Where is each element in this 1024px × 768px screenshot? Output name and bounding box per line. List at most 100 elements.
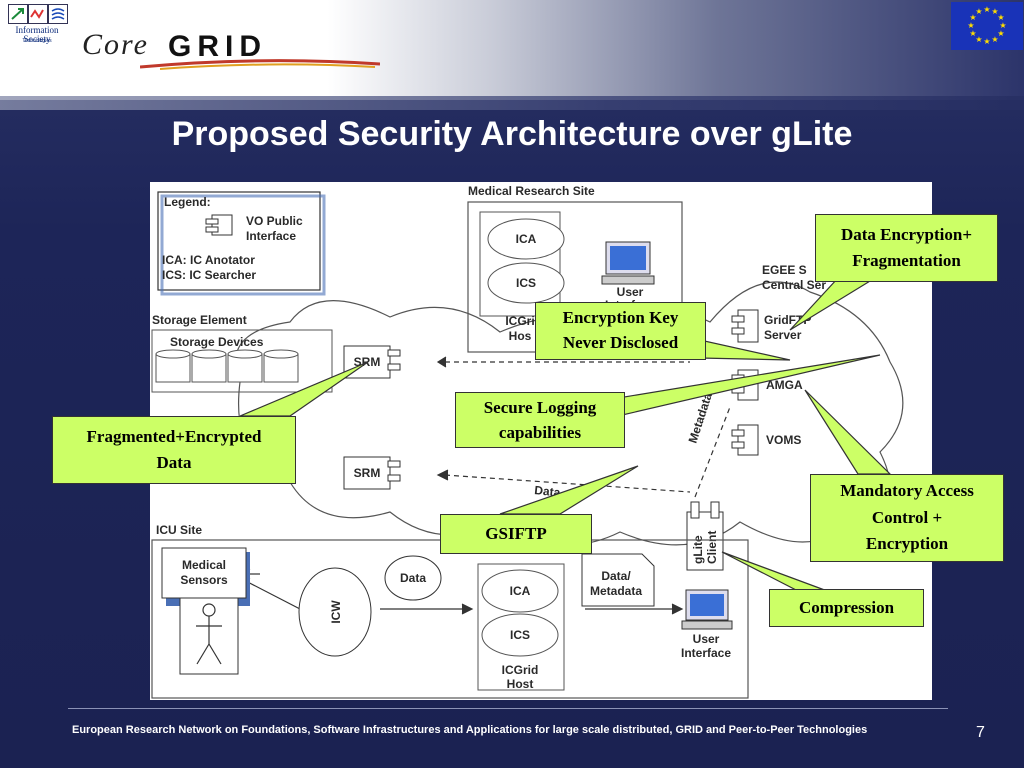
eu-stars: ★★★ ★★★ ★★★ ★★★ xyxy=(967,5,1006,46)
ica-node-2 xyxy=(481,569,559,613)
icgrid-host-1-label-b: Hos xyxy=(509,329,532,343)
svg-text:★: ★ xyxy=(997,13,1004,22)
medical-label: Medical xyxy=(182,558,226,572)
legend-vo-public: VO Public xyxy=(246,214,303,228)
gridftp-label-b: Server xyxy=(764,328,802,342)
user-label-2: User xyxy=(693,632,720,646)
storage-element-label: Storage Element xyxy=(152,313,247,327)
ica-label-2: ICA xyxy=(510,584,531,598)
sensors-label: Sensors xyxy=(180,573,228,587)
voms-component xyxy=(731,424,759,456)
icw-label: ICW xyxy=(329,600,343,624)
icu-site-label: ICU Site xyxy=(156,523,202,537)
diagram-canvas: Legend: VO Public Interface ICA: IC Anot… xyxy=(151,184,904,699)
header-banner xyxy=(0,0,1024,100)
svg-text:★: ★ xyxy=(969,13,976,22)
computer-icon-2 xyxy=(681,589,733,630)
callout-compression-text: Compression xyxy=(798,597,895,617)
footer-text: European Research Network on Foundations… xyxy=(72,724,868,736)
icw-node xyxy=(298,567,372,657)
ica-node-1 xyxy=(487,218,565,260)
callout-mandatory-line-1: Mandatory Access xyxy=(840,481,974,501)
callout-secure-logging: Secure Logging capabilities xyxy=(455,392,625,448)
ics-label-1: ICS xyxy=(516,276,536,290)
svg-text:★: ★ xyxy=(969,29,976,38)
legend-ica-def: ICA: IC Anotator xyxy=(162,253,255,267)
srm-label-2: SRM xyxy=(354,466,381,480)
callout-mandatory-line-2: Control + xyxy=(871,507,943,527)
ics-label-2: ICS xyxy=(510,628,530,642)
icgrid-host-1-label-a: ICGri xyxy=(505,314,534,328)
computer-icon xyxy=(601,241,655,285)
callout-data-encryption-line-1: Data Encryption+ xyxy=(840,224,973,244)
data-metadata-doc-icon xyxy=(581,553,655,607)
legend-ics-def: ICS: IC Searcher xyxy=(162,268,256,282)
gridftp-component xyxy=(731,309,759,343)
data-metadata-label-a: Data/ xyxy=(601,569,631,583)
voms-label: VOMS xyxy=(766,433,801,447)
svg-text:★: ★ xyxy=(975,7,982,16)
medical-sensors-box xyxy=(161,547,247,599)
callout-gsiftp-text: GSIFTP xyxy=(485,523,547,543)
ist-logo-square-2 xyxy=(28,4,48,24)
interface-label-2: Interface xyxy=(681,646,731,660)
amga-label: AMGA xyxy=(766,378,803,392)
callout-encryption-key-line-2: Never Disclosed xyxy=(562,333,679,352)
medical-research-site-label: Medical Research Site xyxy=(468,184,595,198)
storage-drums xyxy=(155,349,299,383)
glite-client-label-b: Client xyxy=(705,531,719,564)
callout-data-encryption-line-2: Fragmentation xyxy=(852,251,961,270)
ics-node-2 xyxy=(481,613,559,657)
callout-gsiftp: GSIFTP xyxy=(440,514,592,554)
footer-divider xyxy=(68,708,948,709)
icgrid-host-2-label-b: Host xyxy=(507,677,534,691)
legend-interface: Interface xyxy=(246,229,296,243)
glite-client-label-a: gLite xyxy=(691,535,705,564)
callout-fragmented-line-2: Data xyxy=(156,453,192,472)
amga-component xyxy=(731,369,759,401)
grid-cloud xyxy=(235,281,904,546)
callout-fragmented-line-1: Fragmented+Encrypted xyxy=(86,426,262,446)
ics-node-1 xyxy=(487,262,565,304)
srm-label-1: SRM xyxy=(354,355,381,369)
eu-flag-icon: ★★★ ★★★ ★★★ ★★★ xyxy=(951,2,1023,50)
ist-logo: Information Society Technologies xyxy=(4,2,68,52)
data-bubble-label: Data xyxy=(400,571,426,585)
srm-component-2 xyxy=(343,456,401,490)
svg-text:★: ★ xyxy=(983,5,990,14)
patient-box xyxy=(179,597,239,675)
legend-box xyxy=(157,191,326,296)
icgrid-host-2-label-a: ICGrid xyxy=(502,663,539,677)
coregrid-logo-grid: GRID xyxy=(168,30,267,63)
page-title: Proposed Security Architecture over gLit… xyxy=(171,115,853,153)
callout-encryption-key-line-1: Encryption Key xyxy=(562,308,679,328)
legend-heading: Legend: xyxy=(164,195,211,209)
metadata-arrow-label: Metadata xyxy=(686,391,715,445)
svg-text:★: ★ xyxy=(991,7,998,16)
header-band xyxy=(0,96,1024,110)
coregrid-logo-swoosh xyxy=(140,59,380,70)
callout-compression: Compression xyxy=(769,589,924,627)
data-metadata-label-b: Metadata xyxy=(590,584,642,598)
ist-logo-subcaption: Technologies xyxy=(22,38,52,44)
ica-label-1: ICA xyxy=(516,232,537,246)
callout-secure-logging-line-2: capabilities xyxy=(498,423,582,442)
coregrid-logo-core: Core xyxy=(82,28,149,61)
svg-text:★: ★ xyxy=(991,35,998,44)
callout-data-encryption: Data Encryption+ Fragmentation xyxy=(815,214,998,282)
page-number: 7 xyxy=(976,724,985,741)
svg-text:★: ★ xyxy=(997,29,1004,38)
user-label-1: User xyxy=(617,285,644,299)
callout-secure-logging-line-1: Secure Logging xyxy=(483,397,597,417)
ist-logo-caption: Information Society xyxy=(15,25,59,45)
callout-mandatory-line-3: Encryption xyxy=(865,534,949,554)
storage-devices-label: Storage Devices xyxy=(170,335,264,349)
data-arrow-label: Data xyxy=(534,483,562,500)
svg-text:★: ★ xyxy=(975,35,982,44)
data-bubble xyxy=(384,555,442,601)
ist-logo-square-3 xyxy=(48,4,68,24)
egee-services-label-a: EGEE S xyxy=(762,263,807,277)
svg-text:★: ★ xyxy=(999,21,1006,30)
